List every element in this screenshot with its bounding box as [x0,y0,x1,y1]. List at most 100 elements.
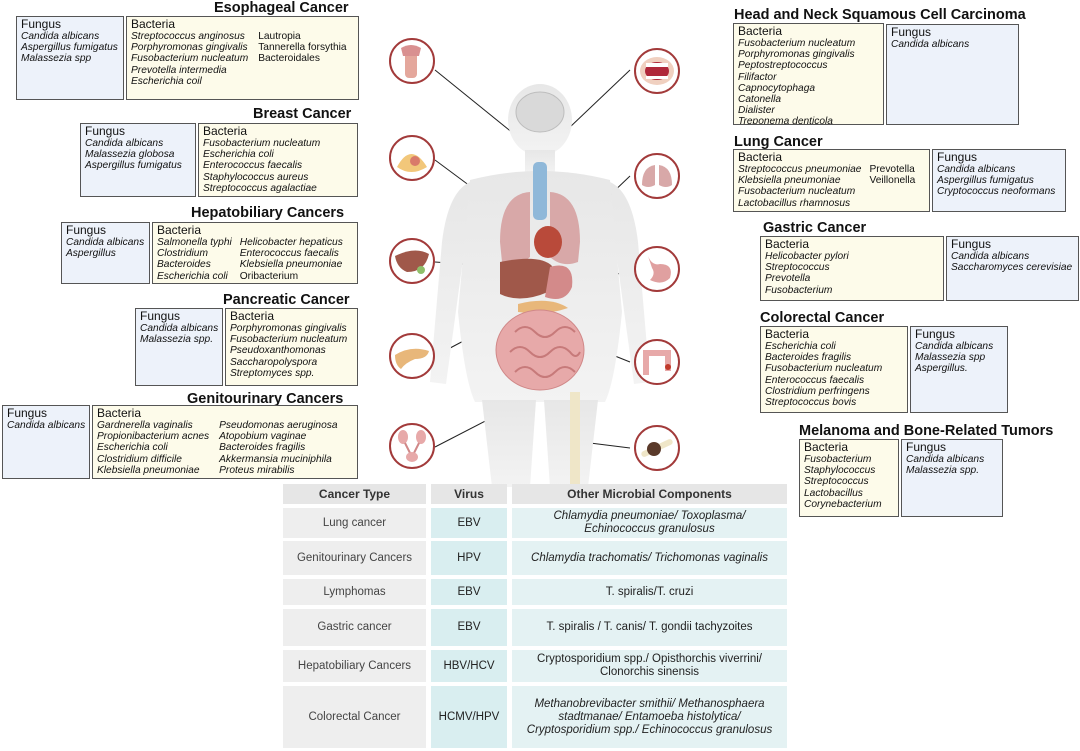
list-item: Clostridium [157,248,208,260]
list-item: Prevotella intermedia [131,64,227,76]
table-row: Lymphomas [283,579,426,605]
list-item: Salmonella typhi [157,237,232,248]
list-item: Pseudomonas aeruginosa [219,420,338,431]
colorectal-bacteria-box: Bacteria Escherichia coli Bacteroides fr… [760,326,908,413]
lung-bacteria-box: Bacteria Streptococcus pneumoniae Klebsi… [733,149,930,212]
table-row: Chlamydia pneumoniae/ Toxoplasma/ Echino… [512,508,787,538]
table-header-virus: Virus [431,484,507,504]
list-item: Dialister [738,105,775,117]
fungus-header: Fungus [140,309,181,323]
list-item: Porphyromonas gingivalis [230,323,347,334]
list-item: Enterococcus faecalis [203,160,303,172]
table-row: T. spiralis / T. canis/ T. gondii tachyz… [512,609,787,646]
list-item: Enterococcus faecalis [239,248,339,260]
melanoma-title: Melanoma and Bone-Related Tumors [799,423,1054,439]
fungus-header: Fungus [66,223,107,237]
list-item: Candida albicans [915,341,994,352]
gastric-bacteria-box: Bacteria Helicobacter pylori Streptococc… [760,236,944,301]
list-item: Propionibacterium acnes [97,431,210,443]
list-item: Malassezia globosa [85,149,175,161]
list-item: Candida albicans [66,237,145,248]
lung-title: Lung Cancer [734,134,823,150]
list-item: Clostridium perfringens [765,385,870,397]
list-item: Lautropia [258,31,301,42]
table-row: HBV/HCV [431,650,507,682]
list-item: Aspergillus [66,248,116,260]
esophageal-title: Esophageal Cancer [214,0,349,16]
melanoma-fungus-box: Fungus Candida albicans Malassezia spp. [901,439,1003,517]
fungus-header: Fungus [891,25,932,39]
list-item: Candida albicans [7,420,86,431]
list-item: Candida albicans [906,454,985,465]
melanoma-bacteria-box: Bacteria Fusobacterium Staphylococcus St… [799,439,899,517]
table-row: EBV [431,609,507,646]
list-item: Klebsiella pneumoniae [239,259,343,271]
breast-title: Breast Cancer [253,106,352,122]
list-item: Oribacterium [239,270,299,282]
list-item: Staphylococcus [804,465,876,477]
table-row: EBV [431,579,507,605]
head-neck-bacteria-box: Bacteria Fusobacterium nucleatum Porphyr… [733,23,884,125]
list-item: Gardnerella vaginalis [97,420,193,431]
stomach-organ-icon [634,246,680,292]
human-body-illustration [430,84,650,487]
table-header-cancer-type: Cancer Type [283,484,426,504]
bacteria-header: Bacteria [765,237,810,251]
fungus-header: Fungus [7,406,48,420]
list-item: Pseudoxanthomonas [230,345,326,357]
list-item: Streptococcus [804,476,869,488]
list-item: Saccharomyces cerevisiae [951,262,1073,274]
list-item: Candida albicans [951,251,1030,262]
list-item: Klebsiella pneumoniae [738,175,841,187]
pancreatic-bacteria-box: Bacteria Porphyromonas gingivalis Fusoba… [225,308,358,386]
esophageal-fungus-box: Fungus Candida albicans Aspergillus fumi… [16,16,124,100]
list-item: Escherichia coil [131,75,202,87]
bacteria-header: Bacteria [738,24,783,38]
table-header-other: Other Microbial Components [512,484,787,504]
list-item: Escherichia coli [97,442,168,454]
lung-fungus-box: Fungus Candida albicans Aspergillus fumi… [932,149,1066,212]
list-item: Saccharopolyspora [230,356,318,368]
gastric-fungus-box: Fungus Candida albicans Saccharomyces ce… [946,236,1079,301]
colorectal-fungus-box: Fungus Candida albicans Malassezia spp A… [910,326,1008,413]
fungus-header: Fungus [915,327,956,341]
fungus-header: Fungus [21,17,62,31]
esophagus-organ-icon [389,38,435,84]
table-row: Cryptosporidium spp./ Opisthorchis viver… [512,650,787,682]
list-item: Aspergillus. [915,363,968,375]
head-neck-title: Head and Neck Squamous Cell Carcinoma [734,7,1026,23]
list-item: Streptococcus anginosus [131,31,245,42]
list-item: Fusobacterium nucleatum [203,138,321,149]
list-item: Fusobacterium nucleatum [765,363,883,375]
genitourinary-fungus-box: Fungus Candida albicans [2,405,90,479]
list-item: Fusobacterium nucleatum [738,38,856,49]
table-row: T. spiralis/T. cruzi [512,579,787,605]
list-item: Klebsiella pneumoniae [97,464,200,476]
list-item: Fusobacterium nucleatum [230,334,348,346]
list-item: Staphylococcus aureus [203,171,309,183]
list-item: Streptomyces spp. [230,367,315,379]
list-item: Porphyromonas gingivalis [738,49,855,61]
bacteria-header: Bacteria [738,150,783,164]
list-item: Escherichia coli [203,149,274,161]
fungus-header: Fungus [937,150,978,164]
bacteria-header: Bacteria [97,406,142,420]
table-row: Lung cancer [283,508,426,538]
list-item: Malassezia spp. [906,465,980,477]
list-item: Lactobacillus rhamnosus [738,197,851,209]
list-item: Malassezia spp [915,352,986,364]
list-item: Streptococcus bovis [765,397,857,409]
list-item: Helicobacter hepaticus [239,237,343,248]
list-item: Streptococcus pneumoniae [738,164,862,175]
head-neck-fungus-box: Fungus Candida albicans [886,24,1019,125]
list-item: Akkermansia muciniphila [219,453,332,465]
colon-organ-icon [634,339,680,385]
genitourinary-organ-icon [389,423,435,469]
list-item: Bacteroides fragilis [219,442,306,454]
list-item: Streptococcus [765,262,830,274]
fungus-header: Fungus [85,124,126,138]
list-item: Prevotella [869,164,915,175]
list-item: Bacteroides [157,259,211,271]
bacteria-header: Bacteria [804,440,849,454]
genitourinary-title: Genitourinary Cancers [187,391,344,407]
